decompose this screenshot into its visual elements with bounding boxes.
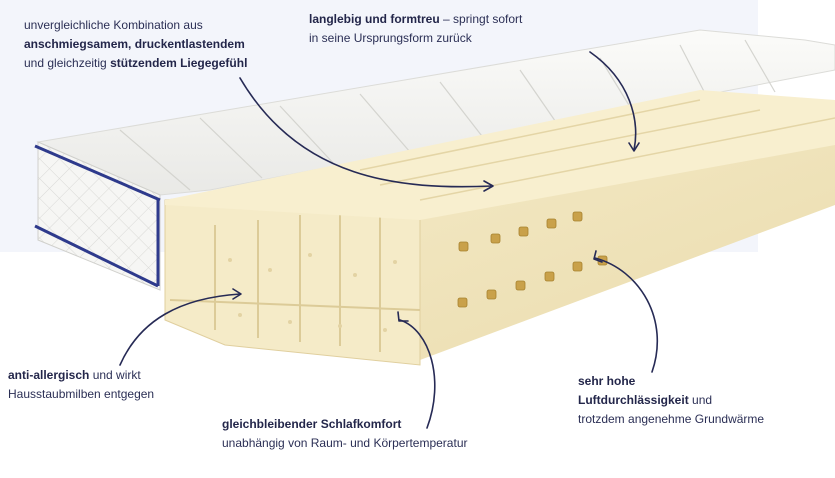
callout-right: sehr hohe Luftdurchlässigkeit und trotzd…	[578, 372, 764, 429]
arrow-heads	[232, 142, 640, 322]
callout-bottom-center: gleichbleibender Schlafkomfort unabhängi…	[222, 415, 467, 453]
arrow-bottom-center	[399, 319, 436, 429]
callout-right-line1: sehr hohe	[578, 374, 636, 388]
callout-top-center-rest: – springt sofort	[439, 12, 523, 26]
callout-left-bottom-bold: anti-allergisch	[8, 368, 90, 382]
piping-bottom	[34, 224, 159, 288]
callout-right-line3: trotzdem angenehme Grundwärme	[578, 412, 765, 426]
arrow-top-left	[239, 77, 493, 188]
foam-front-grooves	[169, 205, 421, 352]
callout-top-center-line2: in seine Ursprungsform zurück	[309, 31, 472, 45]
arrow-left-bottom	[119, 293, 241, 366]
foam-top	[165, 90, 835, 220]
arrow-top-center	[589, 51, 637, 151]
callout-left-bottom-rest: und wirkt	[89, 368, 141, 382]
callout-top-center-bold: langlebig und formtreu	[309, 12, 440, 26]
callout-left-bottom: anti-allergisch und wirkt Hausstaubmilbe…	[8, 366, 154, 404]
callout-right-line2-rest: und	[688, 393, 713, 407]
callout-left-bottom-line2: Hausstaubmilben entgegen	[8, 387, 155, 401]
callout-bottom-center-line2: unabhängig von Raum- und Körpertemperatu…	[222, 436, 468, 450]
callout-top-left-line2: anschmiegsamem, druckentlastendem	[24, 37, 245, 51]
callout-bottom-center-bold: gleichbleibender Schlafkomfort	[222, 417, 402, 431]
foam-holes	[457, 211, 608, 308]
foam-front-dots	[228, 253, 397, 332]
callout-arrows	[119, 51, 658, 429]
callout-top-left-line3-pre: und gleichzeitig	[24, 56, 111, 70]
callout-top-left: unvergleichliche Kombination aus anschmi…	[24, 16, 247, 73]
callout-right-line2-bold: Luftdurchlässigkeit	[578, 393, 689, 407]
cover-end	[37, 141, 161, 291]
arrow-right	[594, 257, 658, 373]
callout-top-left-line1: unvergleichliche Kombination aus	[24, 18, 203, 32]
callout-top-center: langlebig und formtreu – springt sofort …	[309, 10, 522, 48]
piping-top	[34, 144, 161, 202]
callout-top-left-line3-bold: stützendem Liegegefühl	[110, 56, 248, 70]
